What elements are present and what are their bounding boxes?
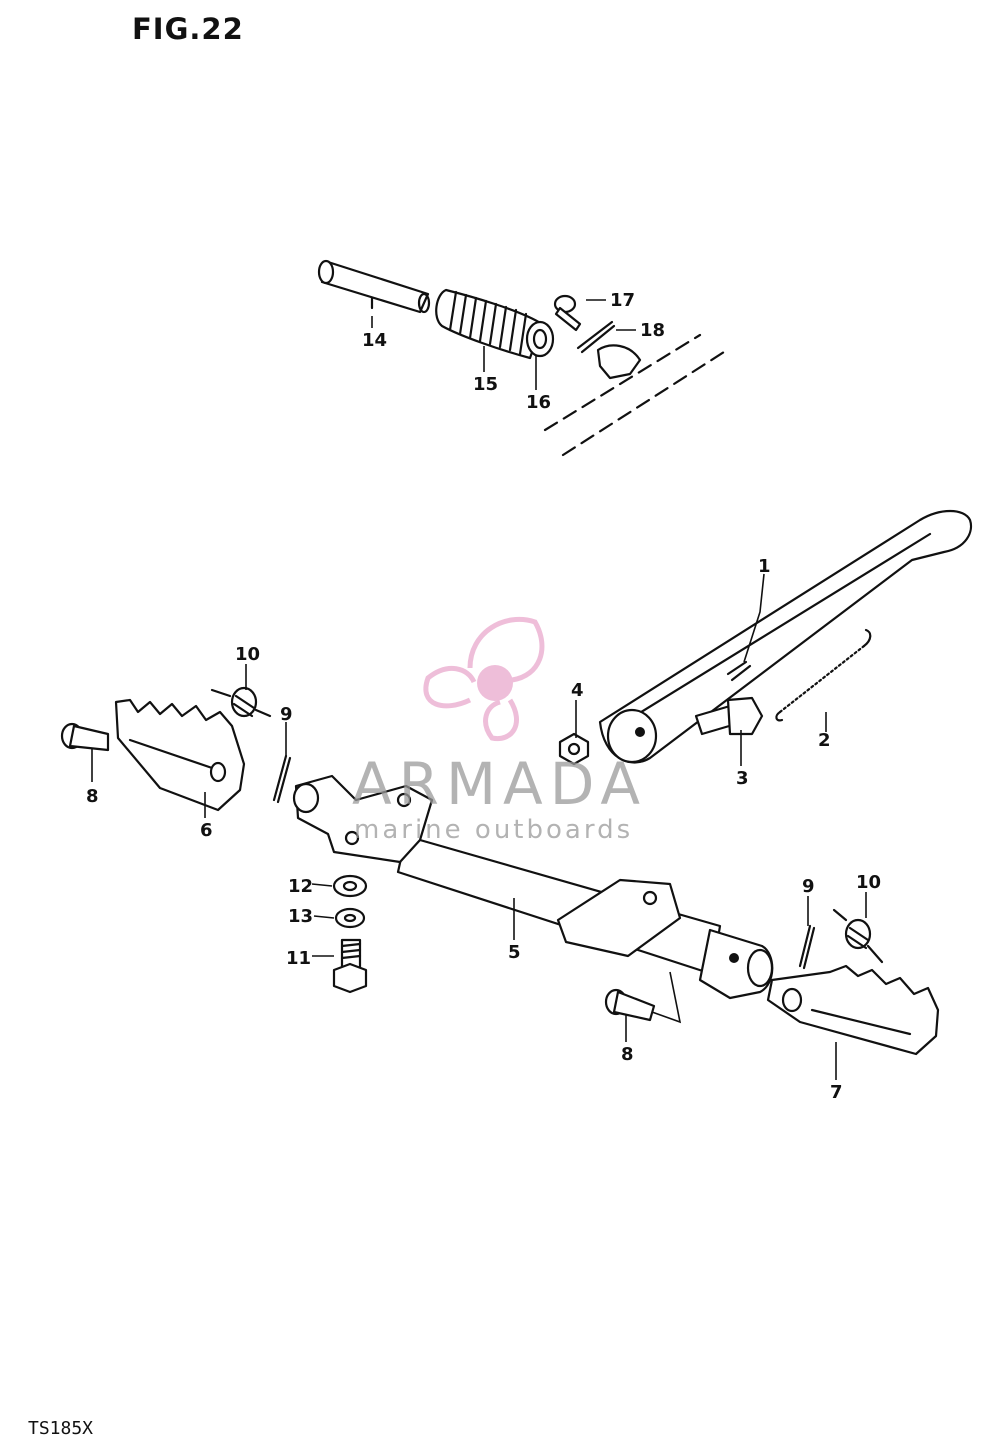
callout-17: 17	[610, 290, 635, 311]
cotter-pin-part-9-left	[272, 754, 292, 804]
callout-15: 15	[473, 374, 498, 395]
figure-title: FIG.22	[132, 12, 244, 46]
callout-10-left: 10	[235, 644, 260, 665]
cotter-pin-part-9-right	[798, 924, 816, 970]
callout-13: 13	[288, 906, 313, 927]
footrest-right-part-7	[766, 964, 940, 1056]
cotter-pin-part-18	[576, 320, 616, 354]
washer-part-16	[525, 320, 555, 358]
callout-9-right: 9	[802, 876, 815, 897]
model-code: TS185X	[28, 1418, 94, 1439]
callout-12: 12	[288, 876, 313, 897]
callout-9-left: 9	[280, 704, 293, 725]
watermark-brand: ARMADA	[352, 750, 648, 818]
footrest-spring-part-10-left	[210, 686, 272, 718]
callout-4: 4	[571, 680, 584, 701]
nut-part-4	[558, 732, 590, 766]
callout-10-right: 10	[856, 872, 881, 893]
lock-washer-part-13	[334, 907, 366, 929]
watermark-tagline: marine outboards	[354, 815, 634, 845]
callout-6: 6	[200, 820, 213, 841]
footrest-left-part-6	[114, 698, 246, 812]
callout-11: 11	[286, 948, 311, 969]
side-stand-part-1	[598, 509, 973, 764]
callout-7: 7	[830, 1082, 843, 1103]
stand-spring-part-2	[775, 628, 872, 722]
callout-8-left: 8	[86, 786, 99, 807]
callout-14: 14	[362, 330, 387, 351]
footrest-bar-part-5	[292, 774, 774, 1000]
pin-part-8-right	[604, 988, 656, 1022]
propeller-icon	[423, 616, 545, 742]
bolt-part-11	[332, 938, 368, 994]
callout-1: 1	[758, 556, 771, 577]
pin-part-8-left	[60, 722, 110, 752]
callout-16: 16	[526, 392, 551, 413]
pivot-bolt-part-3	[694, 696, 764, 736]
callout-2: 2	[818, 730, 831, 751]
leader-lines	[91, 299, 867, 1080]
footrest-pin-part-14	[317, 259, 431, 314]
footrest-spring-part-10-right	[832, 908, 884, 964]
callout-8-right: 8	[621, 1044, 634, 1065]
footrest-rubber-part-15	[435, 288, 544, 360]
washer-part-12	[332, 874, 368, 898]
callout-18: 18	[640, 320, 665, 341]
callout-3: 3	[736, 768, 749, 789]
pin-part-17	[553, 294, 582, 332]
frame-bracket-sketch	[543, 333, 726, 457]
callout-5: 5	[508, 942, 521, 963]
